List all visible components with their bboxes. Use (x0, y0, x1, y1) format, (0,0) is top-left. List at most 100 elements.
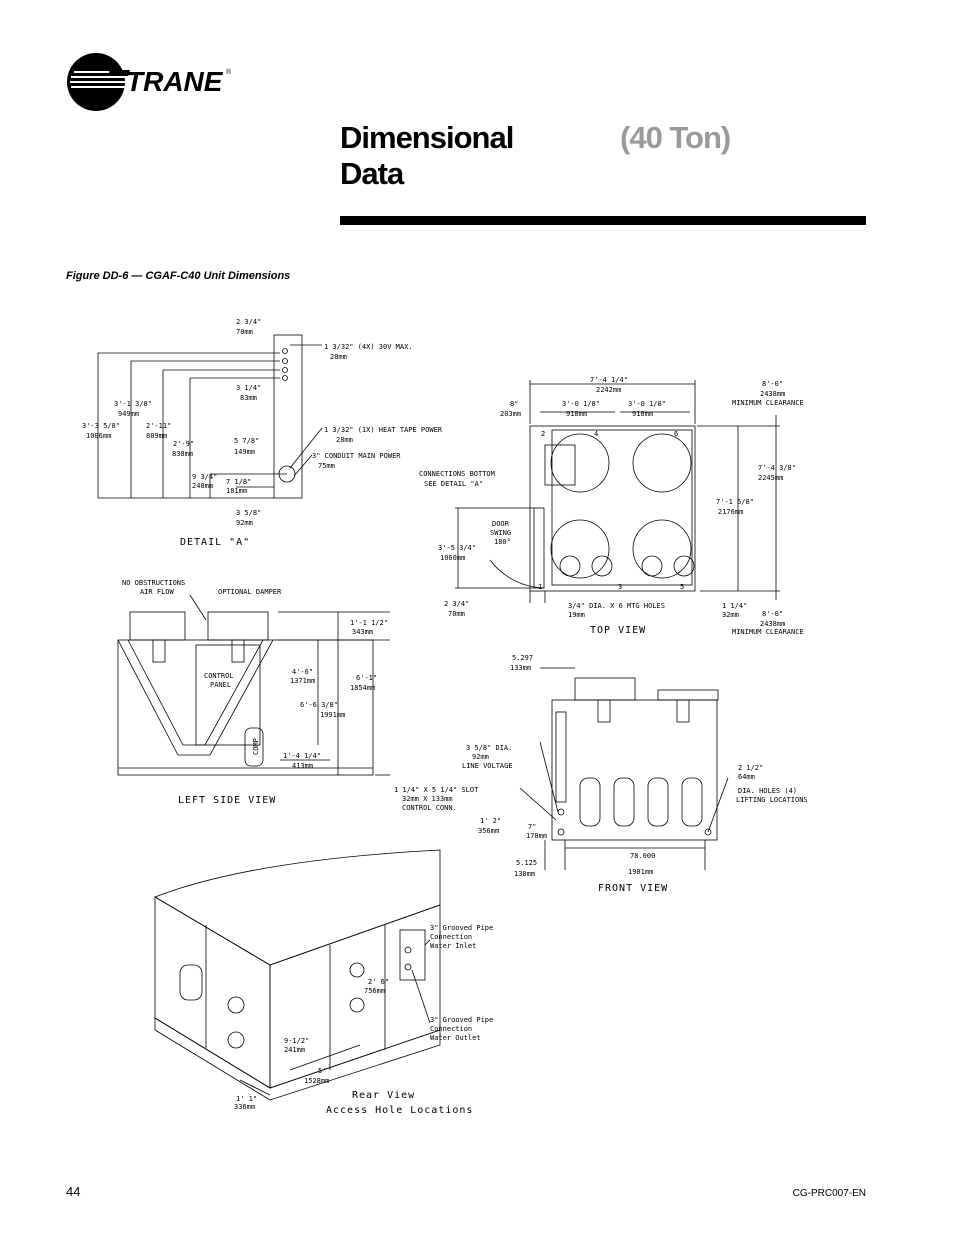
top-view-label: TOP VIEW (590, 625, 646, 636)
dim-text: 8" (510, 400, 518, 408)
dim-text: 2176mm (718, 508, 743, 516)
dim-text: 1'-4 1/4" (283, 752, 321, 760)
dim-text: 3 5/8" DIA. (466, 744, 512, 752)
dim-text: CONNECTIONS BOTTOM (419, 470, 495, 478)
dim-text: Connection (430, 1025, 472, 1033)
dim-text: 1'-1 1/2" (350, 619, 388, 627)
header-rule (340, 216, 866, 225)
dim-text: 1 1/4" X 5 1/4" SLOT (394, 786, 479, 794)
dim-text: 28mm (336, 436, 353, 444)
fan-number: 4 (594, 430, 598, 438)
dim-text: 9 3/4" (192, 473, 217, 481)
dim-text: 2242mm (596, 386, 621, 394)
fan-number: 6 (674, 430, 678, 438)
dim-text: 7" (528, 823, 536, 831)
rear-view-drawing (154, 849, 441, 1101)
dim-text: OPTIONAL DAMPER (218, 588, 282, 596)
dim-text: 3/4" DIA. X 6 MTG HOLES (568, 602, 665, 610)
dim-text: 75mm (318, 462, 335, 470)
dim-text: 2245mm (758, 474, 783, 482)
dim-text: 1371mm (290, 677, 315, 685)
dim-text: 2'-11" (146, 422, 171, 430)
dim-text: 2' 6" (368, 978, 389, 986)
dim-text: 92mm (472, 753, 489, 761)
dim-text: 4'-6" (292, 668, 313, 676)
front-view-label: FRONT VIEW (598, 883, 668, 894)
dim-text: 64mm (738, 773, 755, 781)
dim-text: 2 3/4" (444, 600, 469, 608)
dim-text: 3 1/4" (236, 384, 261, 392)
dim-text: 5' (318, 1067, 326, 1075)
dim-text: 2438mm (760, 620, 785, 628)
dim-text: CONTROL (204, 672, 234, 680)
dim-text: 130mm (514, 870, 535, 878)
document-id: CG-PRC007-EN (792, 1188, 866, 1199)
dim-text: 32mm X 133mm (402, 795, 453, 803)
dim-text: AIR FLOW (140, 588, 175, 596)
dim-text: 8'-0" (762, 610, 783, 618)
dim-text: 32mm (722, 611, 739, 619)
dim-text: 1 1/4" (722, 602, 747, 610)
registered-mark: ® (226, 68, 232, 76)
top-view-drawing (455, 380, 780, 603)
dim-text: 3" Grooved Pipe (430, 1016, 493, 1024)
dim-text: Water Inlet (430, 942, 476, 950)
fan-number: 1 (538, 583, 542, 591)
dim-text: 949mm (118, 410, 139, 418)
dim-text: 5 7/8" (234, 437, 259, 445)
dim-text: 7'-4 1/4" (590, 376, 628, 384)
dim-text: MINIMUM CLEARANCE (732, 399, 804, 407)
page-number: 44 (66, 1184, 81, 1199)
dim-text: 83mm (240, 394, 257, 402)
dim-text: 756mm (364, 987, 385, 995)
dim-text: 203mm (500, 410, 521, 418)
dim-text: 3" CONDUIT MAIN POWER (312, 452, 401, 460)
fan-number: 5 (680, 583, 684, 591)
dim-text: 918mm (566, 410, 587, 418)
dim-text: 1060mm (440, 554, 465, 562)
dim-text: 1006mm (86, 432, 111, 440)
dim-text: 1528mm (304, 1077, 329, 1085)
dim-text: 3'-5 3/4" (438, 544, 476, 552)
dim-text: 343mm (352, 628, 373, 636)
dim-text: 3 5/8" (236, 509, 261, 517)
dim-text: 2 3/4" (236, 318, 261, 326)
dim-text: 8'-0" (762, 380, 783, 388)
dim-text: 1' 2" (480, 817, 501, 825)
fan-number: 3 (618, 583, 622, 591)
dim-text: 3" Grooved Pipe (430, 924, 493, 932)
dim-text: 28mm (330, 353, 347, 361)
dim-text: 9-1/2" (284, 1037, 309, 1045)
dim-text: 1' 1" (236, 1095, 257, 1103)
fan-number: 2 (541, 430, 545, 438)
title-line-2: Data (340, 156, 404, 191)
dim-text: 3'-0 1/8" (562, 400, 600, 408)
dim-text: 92mm (236, 519, 253, 527)
dim-text: 70mm (236, 328, 253, 336)
dim-text: Connection (430, 933, 472, 941)
dim-text: 178mm (526, 832, 547, 840)
dim-text: 133mm (510, 664, 531, 672)
dim-text: 248mm (192, 482, 213, 490)
detail-a-label: DETAIL "A" (180, 537, 250, 548)
dim-text: 838mm (172, 450, 193, 458)
dim-text: 413mm (292, 762, 313, 770)
dim-text: DOOR (492, 520, 510, 528)
dim-text: 918mm (632, 410, 653, 418)
dim-text: 2 1/2" (738, 764, 763, 772)
front-view-drawing (519, 667, 729, 870)
dim-text: 1981mm (628, 868, 653, 876)
dim-text: 6'-6 3/8" (300, 701, 338, 709)
rear-view-label: Rear View (352, 1090, 415, 1101)
trane-logo: TRANE ® (67, 53, 232, 111)
dim-text: 889mm (146, 432, 167, 440)
dim-text: 1991mm (320, 711, 345, 719)
dim-text: 70mm (448, 610, 465, 618)
dim-text: CONTROL CONN. (402, 804, 457, 812)
dim-text: 19mm (568, 611, 585, 619)
dim-text: 7'-1 5/8" (716, 498, 754, 506)
page-subtitle: (40 Ton) (620, 120, 731, 155)
dim-text: 241mm (284, 1046, 305, 1054)
dim-text: 5.297 (512, 654, 533, 662)
